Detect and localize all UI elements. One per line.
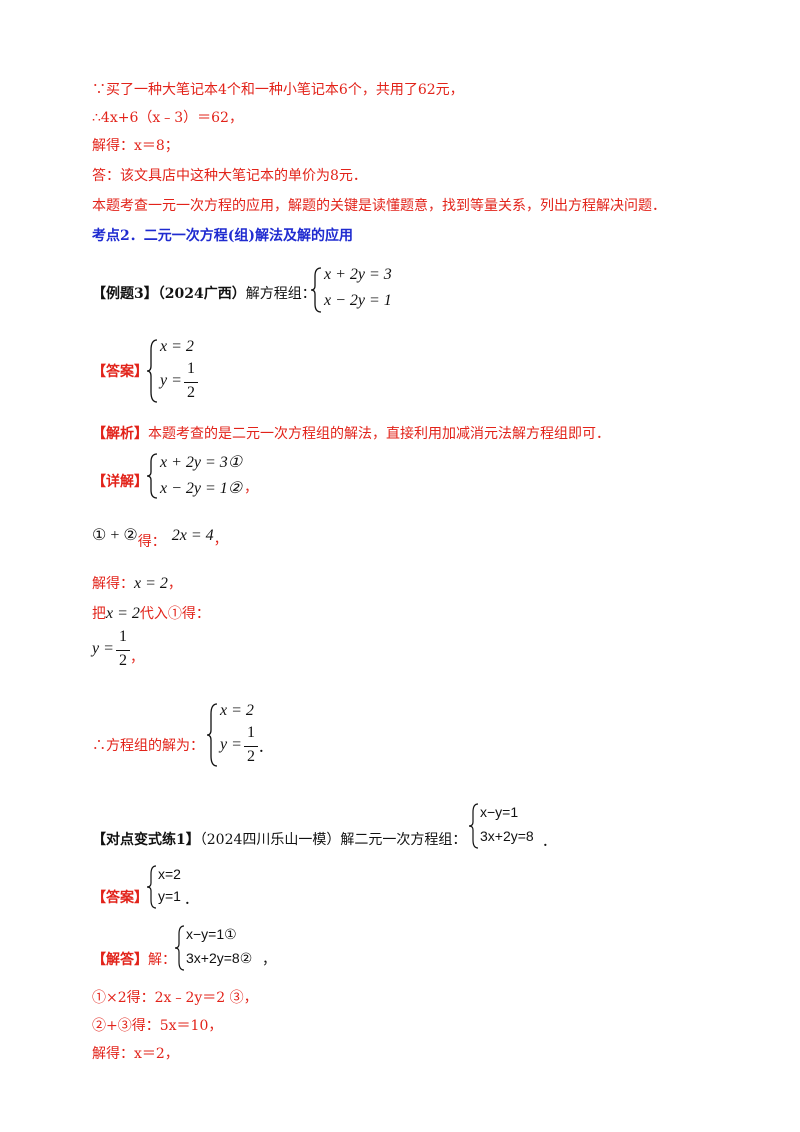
example3-heading: 【例题3】（2024广西）解方程组：: [92, 284, 316, 304]
answer1-fraction-bar: [184, 382, 198, 383]
final-x: x = 2: [220, 702, 254, 719]
detail-comma: ，: [244, 480, 258, 496]
answer1-y-lhs: y =: [160, 372, 182, 389]
summary-line: 本题考查一元一次方程的应用，解题的关键是读懂题意，找到等量关系，列出方程解决问题…: [92, 198, 666, 214]
practice1-eq2: 3x+2y=8: [480, 828, 534, 844]
example3-label: 【例题3】: [92, 286, 158, 302]
solution2-prefix: 解：: [148, 952, 176, 968]
step1-line: ① + ②得： 2x = 4，: [92, 526, 228, 550]
answer-line: 答：该文具店中这种大笔记本的单价为8元．: [92, 168, 367, 184]
solution2-heading: 【解答】解：: [92, 950, 176, 970]
final-fraction-bar: [244, 746, 258, 747]
answer2-end: ．: [184, 892, 198, 908]
analysis-line: 【解析】本题考查的是二元一次方程组的解法，直接利用加减消元法解方程组即可．: [92, 424, 610, 444]
step1-end: ，: [213, 532, 228, 548]
practice1-label: 【对点变式练1】: [92, 832, 200, 848]
solution2-step2: ②+③得：5x＝10，: [92, 1018, 223, 1034]
detail-brace: [146, 453, 158, 499]
step3-b: 代入①得：: [139, 606, 210, 622]
step2-end: ，: [167, 576, 182, 592]
final-numerator: 1: [247, 724, 255, 741]
final-denominator: 2: [247, 748, 255, 765]
solution2-brace: [174, 925, 185, 971]
solution2-end: ，: [262, 952, 276, 968]
answer1-x: x = 2: [160, 338, 194, 355]
answer2-x: x=2: [158, 866, 181, 882]
practice1-end: ．: [542, 834, 556, 850]
example3-eq1: x + 2y = 3: [324, 266, 392, 283]
solution2-eq1: x−y=1①: [186, 926, 237, 942]
step4-end: ，: [130, 650, 144, 666]
example3-source: （2024广西）: [157, 286, 246, 302]
step3-a: 把: [92, 606, 106, 622]
solution2-label: 【解答】: [92, 952, 148, 968]
solve-line: 解得：x＝8；: [92, 138, 179, 154]
reasoning-line-1: ∵买了一种大笔记本4个和一种小笔记本6个，共用了62元，: [92, 82, 464, 98]
answer2-brace: [146, 865, 157, 909]
answer1-denominator: 2: [187, 384, 195, 401]
step1-de: 得：: [137, 534, 166, 550]
practice1-eq1: x−y=1: [480, 804, 519, 820]
answer1-brace: [146, 339, 158, 403]
step2-math: x = 2: [134, 575, 168, 592]
step1-result: 2x = 4: [171, 527, 214, 544]
solution2-step1: ①×2得：2x﹣2y＝2 ③，: [92, 990, 258, 1006]
example3-brace: [310, 267, 322, 313]
final-end: ．: [258, 740, 272, 756]
analysis-label: 【解析】: [92, 426, 148, 442]
step3-math: x = 2: [106, 605, 140, 622]
section-heading: 考点2．二元一次方程(组)解法及解的应用: [92, 228, 353, 244]
step2-line: 解得：x = 2，: [92, 574, 182, 594]
final-y-lhs: y =: [220, 736, 242, 753]
practice1-brace: [468, 803, 479, 849]
answer1-label: 【答案】: [92, 364, 148, 380]
step4-y-lhs: y =: [92, 640, 114, 657]
equation-line: ∴4x+6（x﹣3）＝62，: [92, 110, 243, 126]
step1-math: ① + ②: [92, 527, 138, 544]
answer1-numerator: 1: [187, 360, 195, 377]
step4-denominator: 2: [119, 652, 127, 669]
step3-line: 把x = 2代入①得：: [92, 604, 210, 624]
answer2-y: y=1: [158, 888, 181, 904]
step2-text: 解得：: [92, 576, 134, 592]
solution2-eq2: 3x+2y=8②: [186, 950, 253, 966]
detail-eq2: x − 2y = 1②: [160, 480, 243, 497]
example3-eq2: x − 2y = 1: [324, 292, 392, 309]
step4-numerator: 1: [119, 628, 127, 645]
detail-eq1: x + 2y = 3①: [160, 454, 243, 471]
practice1-heading: 【对点变式练1】（2024四川乐山一模）解二元一次方程组：: [92, 830, 466, 850]
step4-fraction-bar: [116, 650, 130, 651]
final-prefix: ∴方程组的解为：: [92, 738, 204, 754]
solution2-step3: 解得：x＝2，: [92, 1046, 179, 1062]
example3-prompt: 解方程组：: [245, 286, 316, 302]
practice1-source: （2024四川乐山一模）解二元一次方程组：: [199, 832, 467, 848]
final-brace: [206, 703, 218, 767]
answer2-label: 【答案】: [92, 890, 148, 906]
analysis-text: 本题考查的是二元一次方程组的解法，直接利用加减消元法解方程组即可．: [148, 426, 610, 442]
detail-label: 【详解】: [92, 474, 148, 490]
